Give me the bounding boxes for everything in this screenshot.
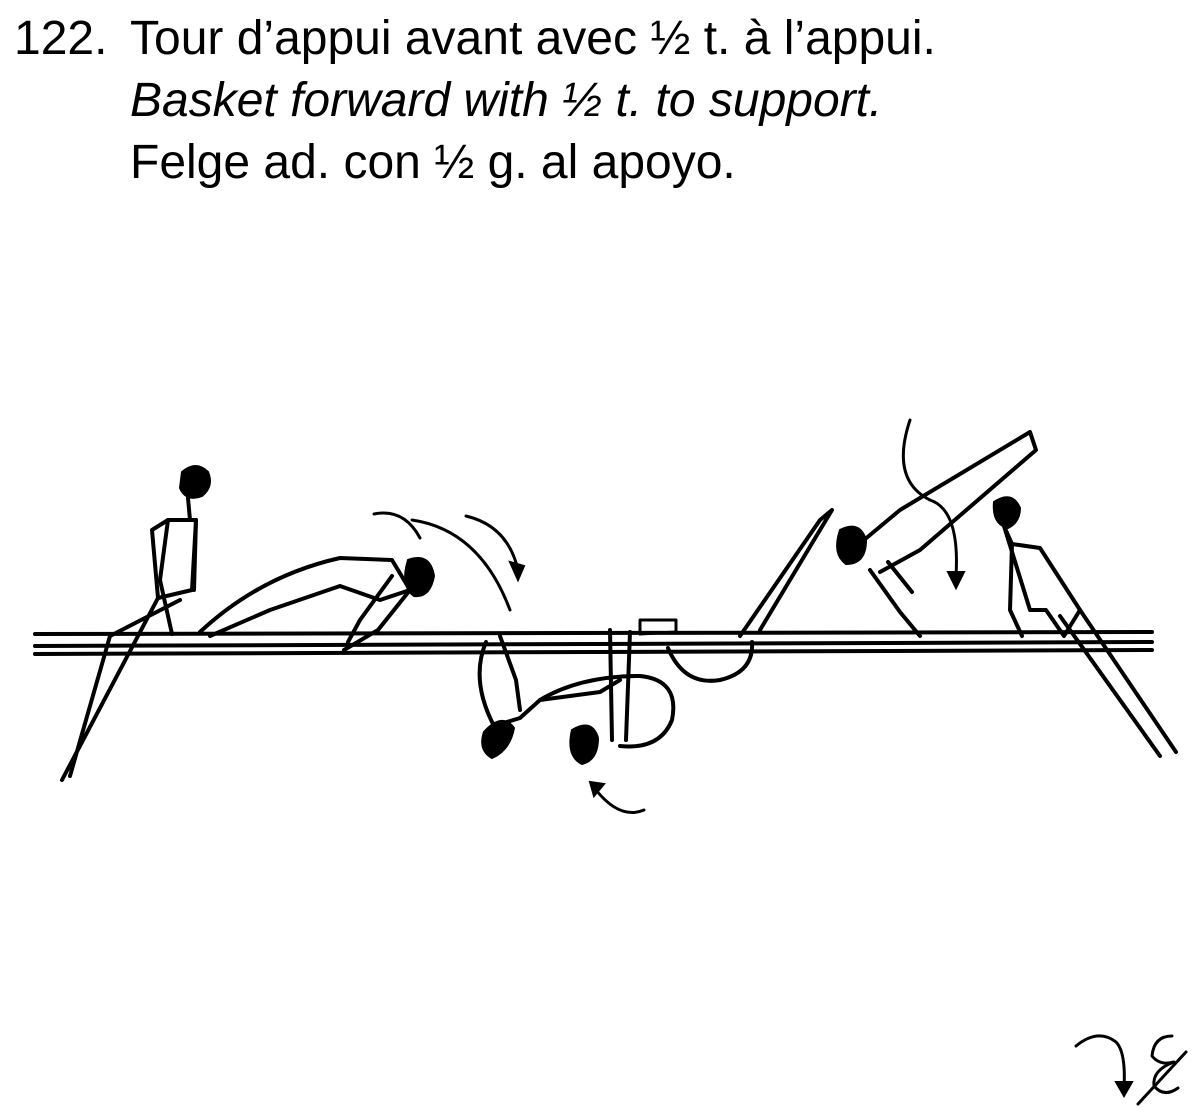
- bar-bottom-rail: [35, 650, 1152, 654]
- element-name-en: Basket forward with ½ t. to support.: [14, 70, 1184, 132]
- figure-end-support: [994, 497, 1176, 756]
- figure-2-arms: [344, 576, 410, 650]
- figure-front-support: [200, 513, 434, 650]
- figure-rising: [668, 510, 832, 681]
- figure-1-head: [180, 466, 210, 498]
- figure-7-arm: [1010, 544, 1022, 636]
- element-name-fr: Tour d’appui avant avec ½ t. à l’appui.: [130, 12, 936, 65]
- figure-7-head: [994, 497, 1020, 528]
- turn-arrow-head: [948, 572, 964, 588]
- figure-6-arms: [870, 562, 920, 636]
- gymnast-sequence-drawing: [0, 380, 1198, 880]
- element-name-es: Felge ad. con ½ g. al apoyo.: [14, 132, 1184, 194]
- basket-half-turn-symbol-icon: [1068, 1022, 1192, 1112]
- bar-top-rail-edge: [35, 642, 1152, 646]
- figure-1-legs: [62, 598, 180, 780]
- rotation-arrow-head: [590, 782, 604, 796]
- figure-start-support: [62, 466, 210, 780]
- symbol-slash: [1138, 1052, 1186, 1104]
- figure-5-legs: [740, 510, 832, 636]
- figure-5-hips: [668, 642, 752, 681]
- symbol-arrow-head: [1116, 1082, 1132, 1096]
- figure-3-body: [480, 642, 620, 726]
- element-number: 122.: [14, 8, 130, 70]
- symbol-arc: [1076, 1036, 1124, 1088]
- figure-2-hair: [374, 513, 420, 538]
- element-title-fr-line: 122.Tour d’appui avant avec ½ t. à l’app…: [14, 8, 1184, 70]
- rotation-arc: [596, 790, 644, 813]
- figure-6-head: [837, 527, 866, 564]
- figure-inverted: [540, 620, 676, 764]
- swing-arrow-head-1: [510, 562, 524, 580]
- figure-1-torso: [152, 498, 196, 598]
- figure-1-arms: [160, 520, 196, 634]
- element-header: 122.Tour d’appui avant avec ½ t. à l’app…: [14, 8, 1184, 194]
- figure-4-head: [570, 726, 598, 765]
- figure-3-arm: [500, 636, 520, 710]
- bars: [35, 632, 1152, 654]
